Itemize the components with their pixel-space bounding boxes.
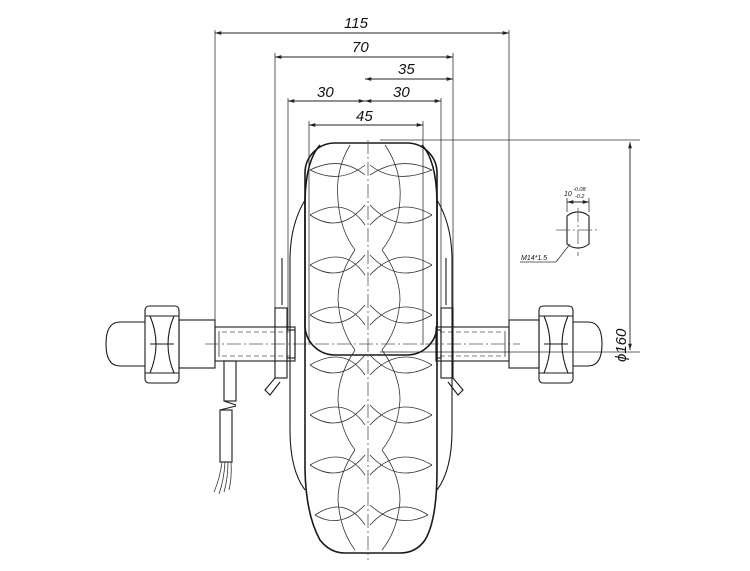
right-axle-nut [508,305,603,384]
section-tolerance-upper: -0.08 [573,187,586,193]
axle [205,326,520,362]
dim-30-left-label: 30 [317,84,334,101]
section-flat-width: 10 [564,191,572,198]
dim-30-right-label: 30 [393,84,410,101]
tire [289,140,453,560]
axle-section-detail: 10 -0.08 -0.2 M14*1.5 [520,187,600,263]
dimension-lines [214,30,640,353]
dim-diameter-label: ϕ160 [613,328,630,362]
dimension-labels: 115 70 35 30 30 45 ϕ160 [317,15,630,362]
motor-cable [213,360,237,495]
section-thread-label: M14*1.5 [521,255,547,262]
dim-115-label: 115 [344,15,369,32]
section-tolerance-lower: -0.2 [575,194,584,200]
left-axle-nut [105,305,216,384]
tread-pattern-left [309,144,366,551]
left-hub-washer [264,258,296,396]
tread-pattern-right [369,144,433,551]
dim-35-label: 35 [398,61,415,78]
dim-70-label: 70 [352,39,369,56]
right-hub-washer [435,258,464,396]
dim-45-label: 45 [356,108,373,125]
